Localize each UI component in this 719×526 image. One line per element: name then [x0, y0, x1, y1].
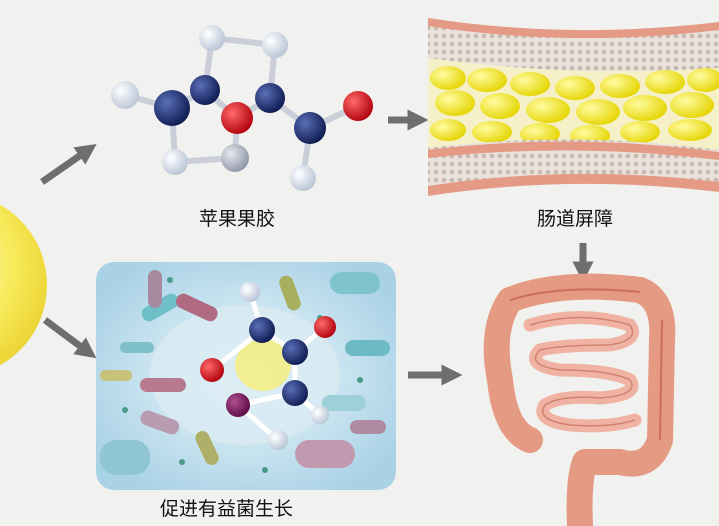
intestine-illustration — [483, 273, 676, 526]
pectin-molecule-icon — [111, 25, 373, 191]
apple-slice-icon — [0, 204, 47, 366]
arrow-to-pectin — [40, 144, 97, 185]
flow-arrows — [40, 109, 594, 386]
pectin-label: 苹果果胶 — [199, 208, 276, 230]
intestinal-barrier-illustration — [428, 18, 719, 196]
barrier-label: 肠道屏障 — [537, 208, 614, 230]
probiotic-label: 促进有益菌生长 — [160, 498, 294, 520]
probiotic-bacteria-illustration — [96, 262, 396, 490]
arrow-to-probiotic — [42, 317, 97, 359]
